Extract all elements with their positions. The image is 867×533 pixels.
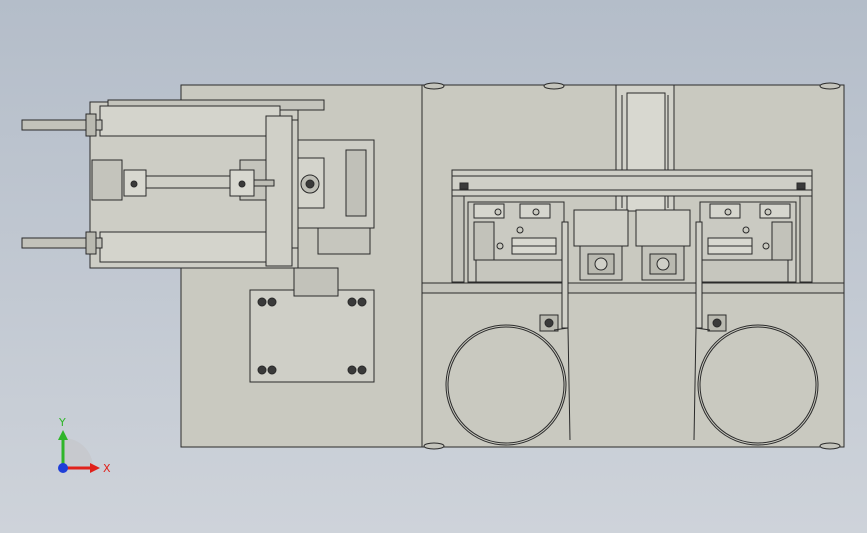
triad-y-label: Y [58, 416, 66, 429]
right-gripper-assembly[interactable] [699, 201, 797, 283]
guide-rod-bottom[interactable] [21, 237, 103, 249]
left-motor[interactable] [573, 209, 629, 281]
left-feed-rod[interactable] [561, 221, 569, 329]
left-reel[interactable] [445, 324, 571, 446]
fixture-plate-holes [257, 297, 367, 375]
triad-origin [58, 463, 68, 473]
triad-y-arrowhead [58, 430, 68, 440]
right-plate-rail[interactable] [421, 282, 845, 294]
foot-pads [423, 82, 841, 450]
gantry-beam[interactable] [451, 169, 813, 197]
triad-x-label: X [103, 462, 111, 475]
triad-z-arc [63, 438, 93, 468]
coordinate-triad: Y X [58, 416, 111, 475]
right-feed-rod[interactable] [695, 221, 703, 329]
right-reel[interactable] [693, 324, 819, 446]
guide-rod-top[interactable] [21, 119, 103, 131]
pneumatic-cylinder[interactable] [123, 169, 275, 197]
right-motor[interactable] [635, 209, 691, 281]
left-gripper-assembly[interactable] [467, 201, 565, 283]
triad-x-arrowhead [90, 463, 100, 473]
